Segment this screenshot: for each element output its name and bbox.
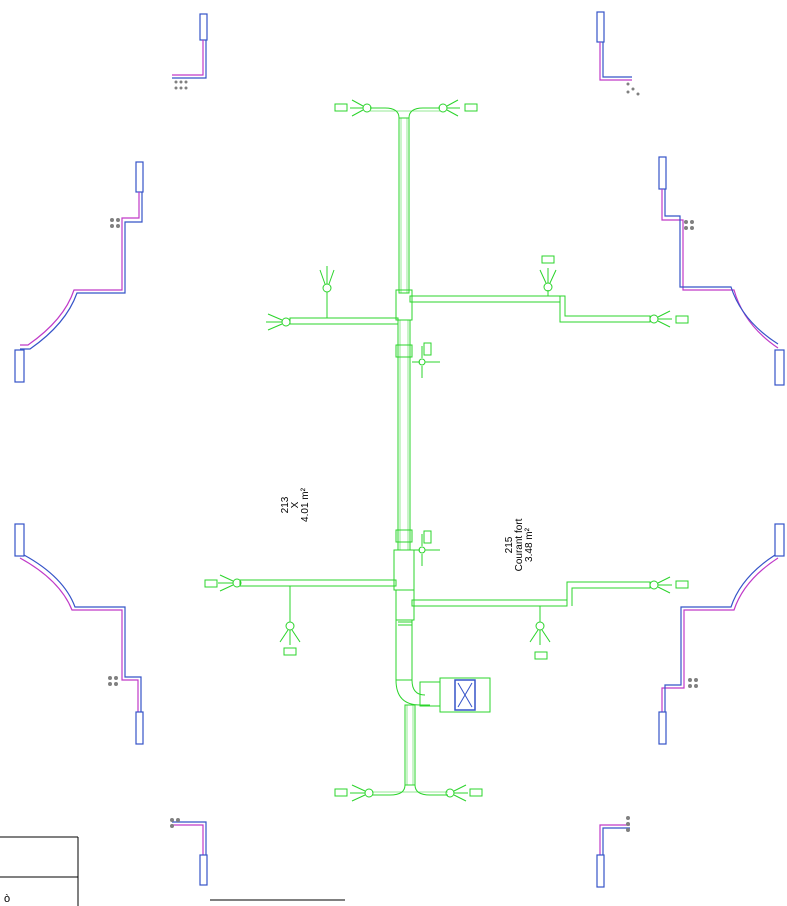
fan-unit [419,677,491,713]
title-block-text: ò [4,893,10,905]
room-number: 213 [280,496,291,513]
room-name: X [290,501,301,508]
room-label-213: 213 X 4.01 m² [280,487,311,522]
room-area: 4.01 m² [300,487,311,522]
air-diffusers [204,99,689,802]
pipe-fittings [108,80,698,832]
room-number: 215 [504,536,515,553]
title-block-fragment: ò [0,836,79,906]
room-label-215: 215 Courant fort 3.48 m² [504,518,535,571]
room-area: 3.48 m² [524,527,535,562]
pipe-runs [14,11,785,888]
branch-ducts [239,107,651,796]
main-supply-duct [393,117,430,786]
room-name: Courant fort [514,518,525,571]
